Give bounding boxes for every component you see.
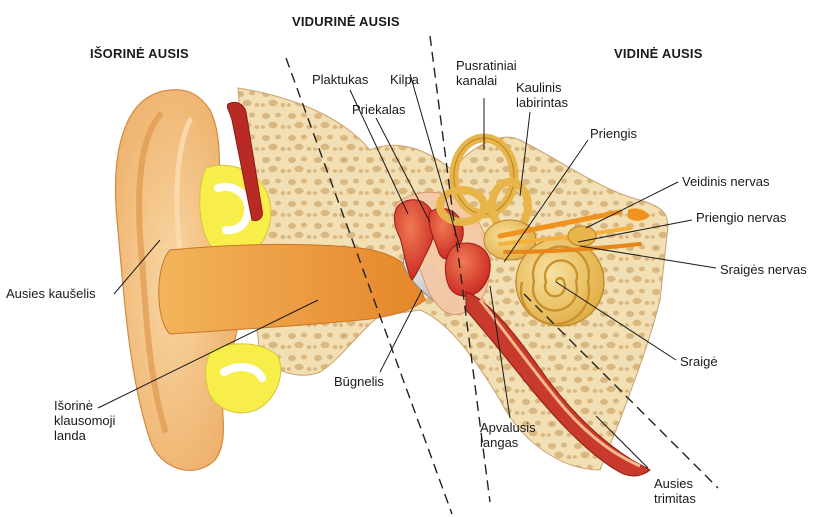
label-round-window: Apvalusis langas	[480, 420, 536, 450]
label-cochlea: Sraigė	[680, 354, 718, 369]
cartilage-lower	[206, 344, 281, 413]
label-facial-nerve: Veidinis nervas	[682, 174, 769, 189]
label-eustachian-tube: Ausies trimitas	[654, 476, 696, 506]
label-eardrum: Būgnelis	[334, 374, 384, 389]
section-inner-ear: VIDINĖ AUSIS	[614, 46, 703, 61]
label-vestibular-nerve: Priengio nervas	[696, 210, 786, 225]
section-middle-ear: VIDURINĖ AUSIS	[292, 14, 400, 29]
label-cochlear-nerve: Sraigės nervas	[720, 262, 807, 277]
label-bony-labyrinth: Kaulinis labirintas	[516, 80, 568, 110]
label-stapes: Kilpa	[390, 72, 419, 87]
label-semicircular-canals: Pusratiniai kanalai	[456, 58, 517, 88]
label-external-canal: Išorinė klausomoji landa	[54, 398, 115, 443]
label-incus: Priekalas	[352, 102, 405, 117]
label-malleus: Plaktukas	[312, 72, 368, 87]
section-outer-ear: IŠORINĖ AUSIS	[90, 46, 189, 61]
label-vestibule: Priengis	[590, 126, 637, 141]
external-auditory-canal	[159, 244, 425, 334]
label-auricle: Ausies kaušelis	[6, 286, 96, 301]
